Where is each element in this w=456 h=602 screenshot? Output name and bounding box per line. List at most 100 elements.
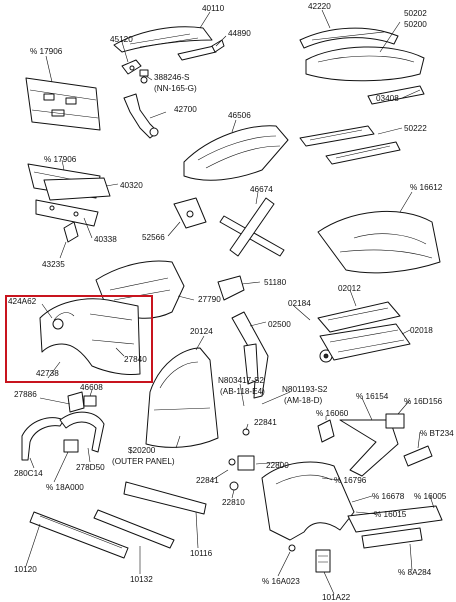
part-46506-package-tray [183,125,289,181]
label-46674: 46674 [250,185,273,194]
label-18A000: % 18A000 [46,483,84,492]
part-16060-bracket [317,419,335,443]
part-17906-quarter-inner [25,77,101,131]
label-22810: 22810 [222,498,245,507]
part-16D156-bracket [385,413,405,429]
label-20200: $20200 [128,446,156,455]
part-46674-cross-brace [219,197,285,257]
label-02500: 02500 [268,320,291,329]
part-22841-fastener [242,428,250,436]
part-03408-rail [367,85,425,105]
label-280C14: 280C14 [14,469,43,478]
part-02500-a-pillar [231,311,269,399]
label-02012: 02012 [338,284,361,293]
label-AB-118-E4: (AB-118-E4) [220,387,265,396]
part-8A284-support [347,505,443,549]
part-40110-roof-rail [113,26,213,53]
label-50202: 50202 [404,9,427,18]
label-40320: 40320 [120,181,143,190]
part-10132-sill-reinforcement [93,509,175,549]
label-10120: 10120 [14,565,37,574]
part-45120-clip [121,59,142,75]
part-50222-rear-rail [299,125,401,165]
part-101A22-bracket [315,549,331,573]
label-50222: 50222 [404,124,427,133]
label-40110: 40110 [202,4,225,13]
label-51180: 51180 [264,278,287,287]
label-101A22: 101A22 [322,593,351,602]
label-424A62: 424A62 [8,297,37,306]
part-51180-bracket [217,275,245,301]
part-02018-cowl [319,323,411,361]
label-50200: 50200 [404,20,427,29]
part-16A023-clip [288,544,296,552]
part-280C14-wheelhouse [21,417,65,461]
label-17906-lower: % 17906 [44,155,77,164]
label-16D156: % 16D156 [404,397,443,406]
label-46506: 46506 [228,111,251,120]
label-outer-panel: (OUTER PANEL) [112,457,175,466]
label-03408: 03408 [376,94,399,103]
part-10116-rocker [123,481,207,515]
part-BT234-bracket [403,445,433,467]
part-42220-windshield-header [299,27,399,49]
label-22841-lower: 22841 [196,476,219,485]
label-16A023: % 16A023 [262,577,300,586]
part-02184-bracket [319,349,333,363]
label-N803417-S2: N803417-S2 [218,376,264,385]
part-44890-bracket [177,39,225,61]
label-16060: % 16060 [316,409,349,418]
part-27886-panel [67,391,85,413]
label-27886: 27886 [14,390,37,399]
label-AM-18-D: (AM-18-D) [284,396,322,405]
label-16678: % 16678 [372,492,405,501]
label-388246-nn: (NN-165-G) [154,84,197,93]
part-02012-cowl-top [317,301,401,333]
label-8A284: % 8A284 [398,568,432,577]
part-16612-hood [317,210,441,274]
part-16005-fender [261,461,355,541]
leader-lines [25,9,435,595]
label-10132: 10132 [130,575,153,584]
part-40338-reinforcement [35,199,99,227]
label-02018: 02018 [410,326,433,335]
label-42738: 42738 [36,369,59,378]
label-44890: 44890 [228,29,251,38]
part-22810-lock-rod [229,481,239,491]
part-42700-hinge-arm [123,93,159,139]
label-43235: 43235 [42,260,65,269]
label-16154: % 16154 [356,392,389,401]
label-17906-upper: % 17906 [30,47,63,56]
highlight-box [5,295,153,383]
part-43235-bracket [63,221,79,243]
label-42700: 42700 [174,105,197,114]
label-52566: 52566 [142,233,165,242]
label-46608: 46608 [80,383,103,392]
part-10120-sill [29,511,129,559]
part-388246-fastener [139,69,149,84]
part-labels: 40110 42220 50202 50200 45120 44890 % 17… [8,2,454,602]
label-16796: % 16796 [334,476,367,485]
part-40320-panel [43,177,111,201]
label-388246-S: 388246-S [154,73,190,82]
label-27790: 27790 [198,295,221,304]
part-20124-door [145,347,219,448]
label-BT234: % BT234 [420,429,454,438]
part-278D50-wheelhouse-inner [59,411,105,453]
part-50202-roof-panel [305,46,425,82]
label-16005: % 16005 [414,492,447,501]
label-27840: 27840 [124,355,147,364]
label-N801193-S2: N801193-S2 [282,385,328,394]
part-18A000-bracket [63,439,79,453]
label-16612: % 16612 [410,183,443,192]
part-22800-door-lock [228,455,255,471]
label-20124: 20124 [190,327,213,336]
part-46608-bracket [83,395,97,407]
label-45120: 45120 [110,35,133,44]
label-22800: 22800 [266,461,289,470]
label-40338: 40338 [94,235,117,244]
part-27840-quarter-panel [39,298,141,375]
label-02184: 02184 [288,299,311,308]
label-16015: % 16015 [374,510,407,519]
